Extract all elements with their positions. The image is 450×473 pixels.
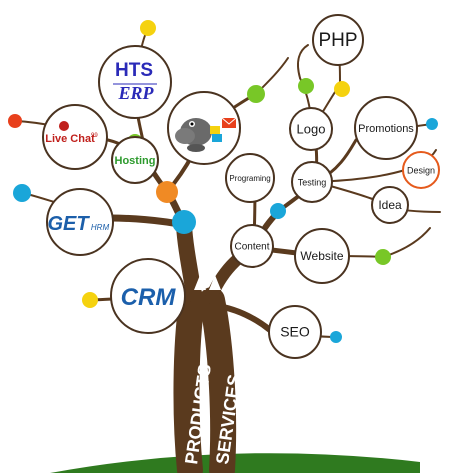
email-envelope-icon [210,117,237,142]
hippo-mascot-icon [175,118,212,152]
erp-logo-text: ERP [117,83,154,103]
hrm-logo-text: HRM [91,223,110,232]
livechat-bubble-icon [59,121,69,131]
node-content[interactable]: Content [230,224,274,268]
php-label: PHP [318,30,357,51]
dot-yellow-top [140,20,156,36]
live-chat-label: Live Chat [45,133,95,145]
node-seo[interactable]: SEO [268,305,322,359]
node-idea[interactable]: Idea [371,186,409,224]
node-hts-erp[interactable]: HTS ERP [98,45,172,119]
dot-blue-seo [330,331,342,343]
dot-yellow-crm [82,292,98,308]
dot-blue-content [270,203,286,219]
hosting-label: Hosting [115,155,156,167]
live-chat-badge: 99 [91,133,98,139]
dot-orange-center [156,181,178,203]
node-programing[interactable]: Programing [225,153,275,203]
dot-green-logo [298,78,314,94]
dot-blue-center [172,210,196,234]
idea-label: Idea [378,198,402,212]
dot-yellow-php [334,81,350,97]
node-get-hrm[interactable]: GET HRM [46,188,114,256]
testing-label: Testing [298,177,327,187]
dot-green-website [375,249,391,265]
hts-logo-text: HTS [115,60,153,81]
dot-green-hippo [247,85,265,103]
node-logo[interactable]: Logo [289,107,333,151]
node-php[interactable]: PHP [312,14,364,66]
dot-blue-promotions [426,118,438,130]
node-hosting[interactable]: Hosting [111,136,159,184]
design-label: Design [407,165,435,175]
node-hippo[interactable] [167,91,241,165]
dot-blue-left [13,184,31,202]
node-testing[interactable]: Testing [291,161,333,203]
logo-label: Logo [297,121,326,136]
website-label: Website [300,249,343,263]
trunk-arrows [194,275,221,290]
node-promotions[interactable]: Promotions [354,96,418,160]
node-crm[interactable]: CRM [110,258,186,334]
node-design[interactable]: Design [402,151,440,189]
programing-label: Programing [229,174,270,183]
content-label: Content [234,242,269,253]
seo-label: SEO [280,324,310,340]
get-logo-text: GET [47,213,90,235]
node-website[interactable]: Website [294,228,350,284]
crm-logo-text: CRM [121,284,177,311]
dot-red-left [8,114,22,128]
node-live-chat[interactable]: Live Chat 99 [42,104,108,170]
promotions-label: Promotions [358,123,414,135]
